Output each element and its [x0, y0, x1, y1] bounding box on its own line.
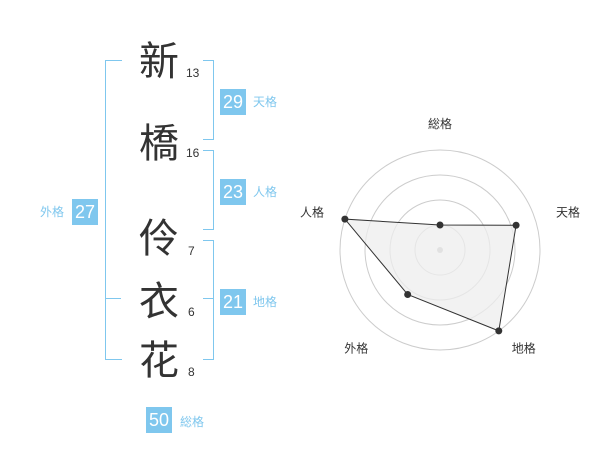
tenkaku-badge: 29	[220, 89, 246, 115]
radar-axis-label-4: 外格	[344, 341, 368, 356]
jinkaku-badge: 23	[220, 179, 246, 205]
radar-ring-4	[339, 149, 541, 351]
name-char-5: 花	[139, 338, 179, 384]
name-char-2: 橋	[139, 121, 179, 167]
radar-axis-label-3: 地格	[512, 341, 536, 356]
radar-point-2	[512, 221, 520, 229]
radar-point-4	[404, 290, 412, 298]
gaikaku-bracket-tick	[105, 298, 121, 299]
name-char-3: 伶	[139, 216, 179, 262]
stroke-count-1: 13	[186, 66, 200, 80]
radar-axis-label-1: 総格	[428, 116, 452, 131]
radar-point-1	[436, 221, 444, 229]
gaikaku-badge: 27	[72, 199, 98, 225]
soukaku-label: 総格	[180, 415, 205, 429]
tenkaku-bracket	[203, 60, 214, 140]
radar-axis-label-2: 天格	[556, 204, 580, 219]
radar-point-5	[341, 215, 349, 223]
name-char-4: 衣	[139, 279, 179, 325]
radar-axis-label-5: 人格	[300, 204, 324, 219]
stroke-count-3: 7	[188, 244, 195, 258]
tenkaku-label: 天格	[253, 95, 278, 109]
stroke-count-4: 6	[188, 305, 195, 319]
jinkaku-label: 人格	[253, 185, 278, 199]
gaikaku-bracket	[105, 60, 122, 360]
radar-polygon	[343, 218, 517, 332]
radar-shape	[341, 215, 520, 335]
chikaku-label: 地格	[253, 295, 278, 309]
soukaku-badge: 50	[146, 407, 172, 433]
radar-ring-3	[364, 174, 516, 326]
stroke-count-2: 16	[186, 146, 200, 160]
chikaku-bracket	[203, 240, 214, 360]
chikaku-badge: 21	[220, 289, 246, 315]
jinkaku-bracket	[203, 150, 214, 230]
gaikaku-label: 外格	[40, 205, 65, 219]
name-char-1: 新	[139, 39, 179, 85]
chikaku-bracket-tick	[203, 298, 213, 299]
stroke-count-5: 8	[188, 365, 195, 379]
radar-point-3	[495, 327, 503, 335]
